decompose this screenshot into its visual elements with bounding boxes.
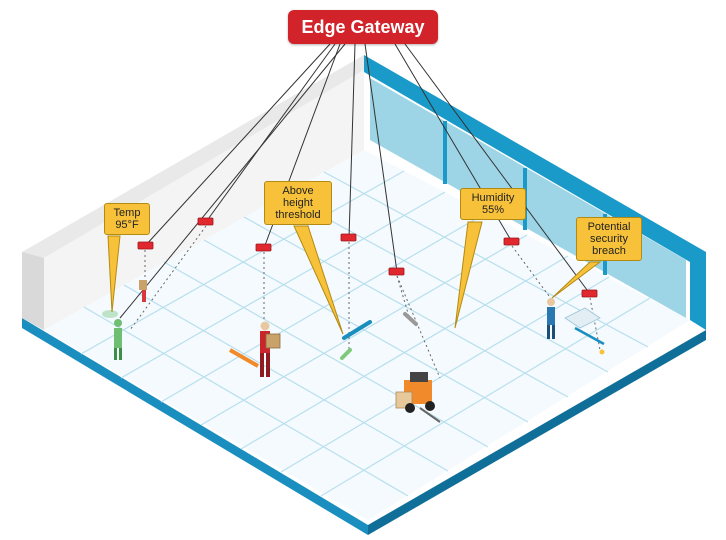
right-wall bbox=[364, 55, 706, 330]
left-wall-end bbox=[22, 252, 44, 330]
edge-gateway-badge: Edge Gateway bbox=[288, 10, 438, 44]
humidity-callout: Humidity 55% bbox=[460, 188, 526, 220]
worker-small-figure bbox=[139, 280, 147, 302]
worker-green-figure bbox=[102, 310, 122, 360]
height-callout-line3: threshold bbox=[275, 209, 321, 221]
security-callout-line2: security bbox=[590, 233, 628, 245]
worker-with-box-figure bbox=[229, 321, 281, 377]
sensor-2 bbox=[197, 217, 214, 226]
gateway-links bbox=[119, 43, 591, 319]
height-callout-line2: height bbox=[283, 197, 313, 209]
temp-callout-line2: 95°F bbox=[115, 219, 139, 231]
sensor-7 bbox=[581, 289, 598, 298]
lifted-beams bbox=[340, 312, 418, 360]
floor bbox=[44, 150, 690, 520]
sensor-5 bbox=[388, 267, 405, 276]
security-callout: Potential security breach bbox=[576, 217, 642, 261]
security-callout-line1: Potential bbox=[587, 221, 631, 233]
floor-left-edge bbox=[22, 318, 368, 535]
sensor-3 bbox=[255, 243, 272, 252]
left-wall bbox=[22, 55, 364, 330]
height-callout-line1: Above bbox=[282, 185, 314, 197]
sensors bbox=[137, 217, 598, 298]
sensor-beams bbox=[129, 225, 601, 379]
sensor-1 bbox=[137, 241, 154, 250]
left-wall-inner bbox=[44, 70, 364, 330]
sensor-6 bbox=[503, 237, 520, 246]
height-callout: Above height threshold bbox=[264, 181, 332, 225]
floor-right-edge bbox=[368, 330, 706, 535]
temp-callout-line1: Temp bbox=[113, 207, 141, 219]
humidity-callout-line1: Humidity bbox=[471, 192, 515, 204]
intruder-figure bbox=[547, 298, 605, 355]
forklift-figure bbox=[395, 372, 441, 423]
temp-callout: Temp 95°F bbox=[104, 203, 150, 235]
humidity-callout-line2: 55% bbox=[481, 204, 505, 216]
sensor-4 bbox=[340, 233, 357, 242]
security-callout-line3: breach bbox=[592, 245, 626, 257]
callout-pointers bbox=[107, 221, 602, 335]
